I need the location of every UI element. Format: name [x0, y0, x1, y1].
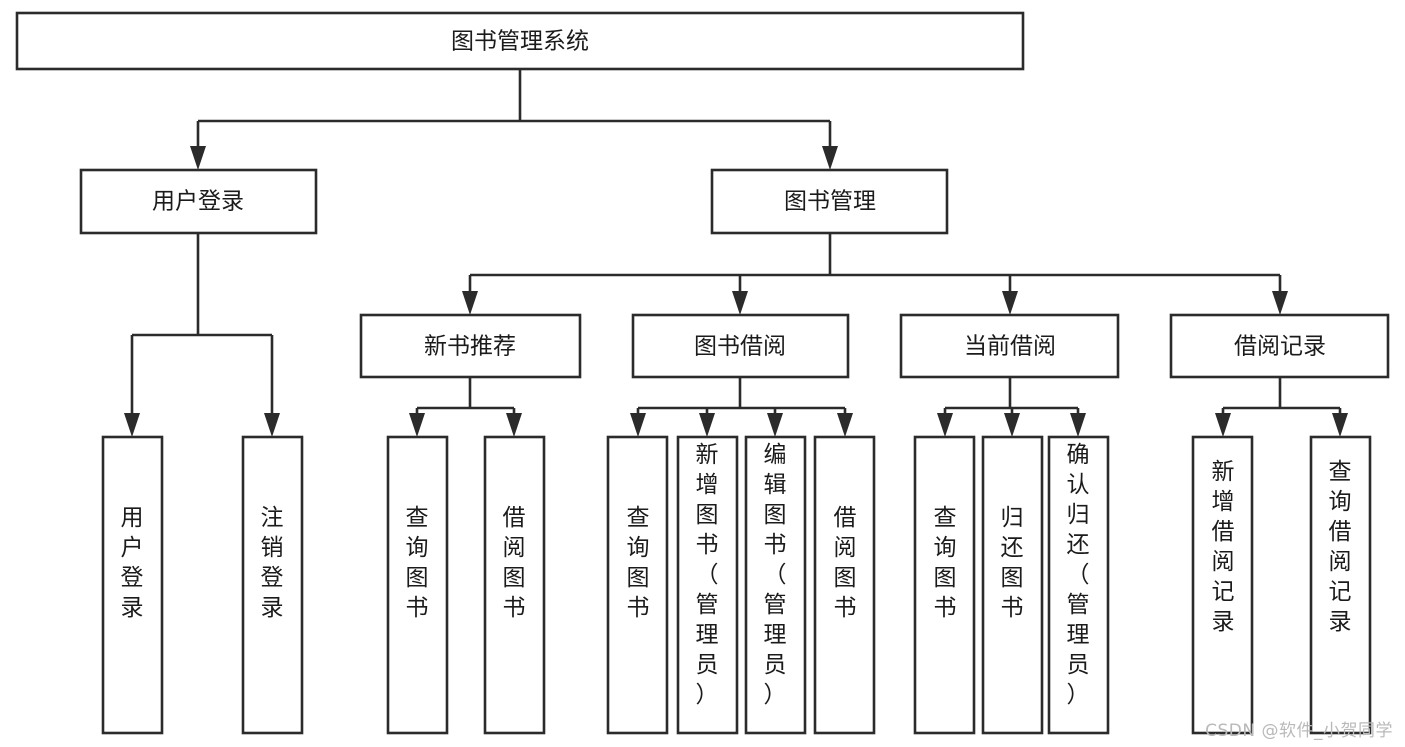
node-new-book-recommend-label: 新书推荐	[424, 334, 516, 360]
node-new-book-recommend[interactable]: 新书推荐	[359, 313, 582, 379]
node-leaf-query-record[interactable]: 查询借阅记录	[1309, 435, 1372, 735]
node-root-box[interactable]	[15, 11, 1025, 71]
node-leaf-edit-book-box[interactable]	[744, 435, 807, 735]
node-leaf-query-book-1-box[interactable]	[386, 435, 449, 735]
arrow-head-leaf-user-login	[124, 413, 140, 437]
node-leaf-return-book[interactable]: 归还图书	[981, 435, 1044, 735]
arrow-head-leaf-query-book-3	[937, 413, 953, 437]
node-leaf-borrow-book-2-label: 借阅图书	[834, 505, 857, 621]
node-leaf-edit-book-label: 编辑图书（管理员）	[764, 442, 787, 708]
node-leaf-borrow-book-2[interactable]: 借阅图书	[813, 435, 876, 735]
node-leaf-add-book-label: 新增图书（管理员）	[696, 442, 719, 708]
node-current-borrow[interactable]: 当前借阅	[899, 313, 1120, 379]
node-book-borrow[interactable]: 图书借阅	[631, 313, 850, 379]
arrow-head-borrow-record	[1272, 291, 1288, 315]
arrow-head-leaf-confirm-return	[1070, 413, 1086, 437]
node-leaf-query-book-2-label: 查询图书	[627, 505, 650, 621]
node-leaf-query-book-1-label: 查询图书	[406, 505, 429, 621]
arrow-head-leaf-query-book-1	[409, 413, 425, 437]
node-leaf-logout-login-box[interactable]	[241, 435, 304, 735]
arrow-head-user-login	[190, 146, 206, 170]
node-book-management-box[interactable]	[710, 168, 949, 235]
connector-group-user-login	[124, 233, 280, 437]
node-leaf-confirm-return-box[interactable]	[1047, 435, 1110, 735]
arrow-head-leaf-return-book	[1004, 413, 1020, 437]
node-current-borrow-box[interactable]	[899, 313, 1120, 379]
node-leaf-logout-login-label: 注销登录	[261, 505, 284, 621]
arrow-head-leaf-query-record	[1332, 413, 1348, 437]
arrow-head-leaf-borrow-book-1	[506, 413, 522, 437]
arrow-head-leaf-add-record	[1215, 413, 1231, 437]
node-leaf-borrow-book-1-box[interactable]	[483, 435, 546, 735]
connector-group-new-book-recommend	[409, 377, 522, 437]
node-root[interactable]: 图书管理系统	[15, 11, 1025, 71]
node-borrow-record-label: 借阅记录	[1234, 334, 1326, 360]
node-leaf-query-book-2[interactable]: 查询图书	[606, 435, 669, 735]
node-leaf-borrow-book-1[interactable]: 借阅图书	[483, 435, 546, 735]
node-leaf-query-record-label: 查询借阅记录	[1329, 459, 1352, 635]
arrow-head-leaf-borrow-book-2	[837, 413, 853, 437]
node-leaf-query-book-3[interactable]: 查询图书	[913, 435, 976, 735]
node-root-label: 图书管理系统	[451, 29, 589, 55]
connector-group-root	[190, 69, 838, 170]
connector-group-borrow-record	[1215, 377, 1348, 437]
node-leaf-query-book-1[interactable]: 查询图书	[386, 435, 449, 735]
node-leaf-borrow-book-2-box[interactable]	[813, 435, 876, 735]
node-user-login[interactable]: 用户登录	[79, 168, 318, 235]
node-leaf-query-book-3-box[interactable]	[913, 435, 976, 735]
connector-group-current-borrow	[937, 377, 1086, 437]
node-leaf-user-login-box[interactable]	[101, 435, 164, 735]
node-current-borrow-label: 当前借阅	[964, 334, 1056, 360]
node-new-book-recommend-box[interactable]	[359, 313, 582, 379]
arrow-head-leaf-query-book-2	[630, 413, 646, 437]
node-leaf-borrow-book-1-label: 借阅图书	[503, 505, 526, 621]
node-leaf-return-book-box[interactable]	[981, 435, 1044, 735]
node-leaf-confirm-return[interactable]: 确认归还（管理员）	[1047, 435, 1110, 735]
node-book-borrow-box[interactable]	[631, 313, 850, 379]
node-book-management[interactable]: 图书管理	[710, 168, 949, 235]
arrow-head-leaf-add-book	[699, 413, 715, 437]
node-borrow-record[interactable]: 借阅记录	[1169, 313, 1390, 379]
node-borrow-record-box[interactable]	[1169, 313, 1390, 379]
node-leaf-add-record[interactable]: 新增借阅记录	[1191, 435, 1254, 735]
node-leaf-return-book-label: 归还图书	[1001, 505, 1024, 621]
node-user-login-label: 用户登录	[152, 189, 244, 215]
node-book-management-label: 图书管理	[784, 189, 876, 215]
node-leaf-user-login[interactable]: 用户登录	[101, 435, 164, 735]
node-leaf-query-book-3-label: 查询图书	[934, 505, 957, 621]
node-book-borrow-label: 图书借阅	[694, 334, 786, 360]
arrow-head-book-management	[822, 146, 838, 170]
node-leaf-query-record-box[interactable]	[1309, 435, 1372, 735]
node-leaf-query-book-2-box[interactable]	[606, 435, 669, 735]
csdn-watermark: CSDN @软件_小贺同学	[1205, 721, 1393, 741]
node-leaf-confirm-return-label: 确认归还（管理员）	[1067, 442, 1090, 708]
node-leaf-add-book[interactable]: 新增图书（管理员）	[676, 435, 739, 735]
connector-group-book-borrow	[630, 377, 853, 437]
connector-group-book-management	[462, 233, 1288, 315]
arrow-head-book-borrow	[732, 291, 748, 315]
arrow-head-leaf-edit-book	[767, 413, 783, 437]
arrow-head-leaf-logout-login	[264, 413, 280, 437]
node-leaf-logout-login[interactable]: 注销登录	[241, 435, 304, 735]
arrow-head-current-borrow	[1002, 291, 1018, 315]
arrow-head-new-book-recommend	[462, 291, 478, 315]
node-leaf-add-record-box[interactable]	[1191, 435, 1254, 735]
node-user-login-box[interactable]	[79, 168, 318, 235]
node-leaf-add-record-label: 新增借阅记录	[1212, 459, 1235, 635]
node-leaf-edit-book[interactable]: 编辑图书（管理员）	[744, 435, 807, 735]
node-leaf-user-login-label: 用户登录	[121, 505, 144, 621]
node-leaf-add-book-box[interactable]	[676, 435, 739, 735]
